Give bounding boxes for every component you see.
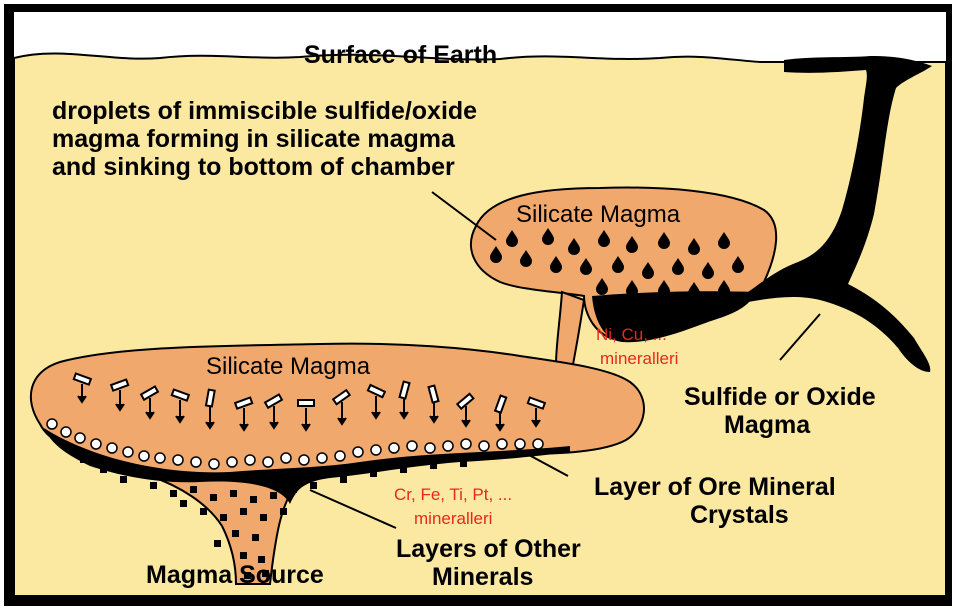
sulfide-label-line2: Magma — [724, 412, 810, 440]
other-layers-label-line2: Minerals — [432, 564, 533, 592]
droplets-label-line2: magma forming in silicate magma — [52, 126, 455, 154]
lower-chamber-label: Silicate Magma — [206, 354, 370, 380]
magma-source-label: Magma Source — [146, 562, 324, 590]
sulfide-label-line1: Sulfide or Oxide — [684, 384, 876, 412]
surface-label: Surface of Earth — [304, 42, 497, 70]
droplets-label-line3: and sinking to bottom of chamber — [52, 154, 455, 182]
cr-fe-label-line1: Cr, Fe, Ti, Pt, ... — [394, 486, 512, 505]
upper-chamber-label: Silicate Magma — [516, 202, 680, 228]
ni-cu-label-line1: Ni, Cu, ... — [596, 326, 667, 345]
other-layers-label-line1: Layers of Other — [396, 536, 581, 564]
ore-layer-label-line1: Layer of Ore Mineral — [594, 474, 836, 502]
cr-fe-label-line2: mineralleri — [414, 510, 492, 529]
ni-cu-label-line2: mineralleri — [600, 350, 678, 369]
droplets-label-line1: droplets of immiscible sulfide/oxide — [52, 98, 477, 126]
ore-layer-label-line2: Crystals — [690, 502, 789, 530]
